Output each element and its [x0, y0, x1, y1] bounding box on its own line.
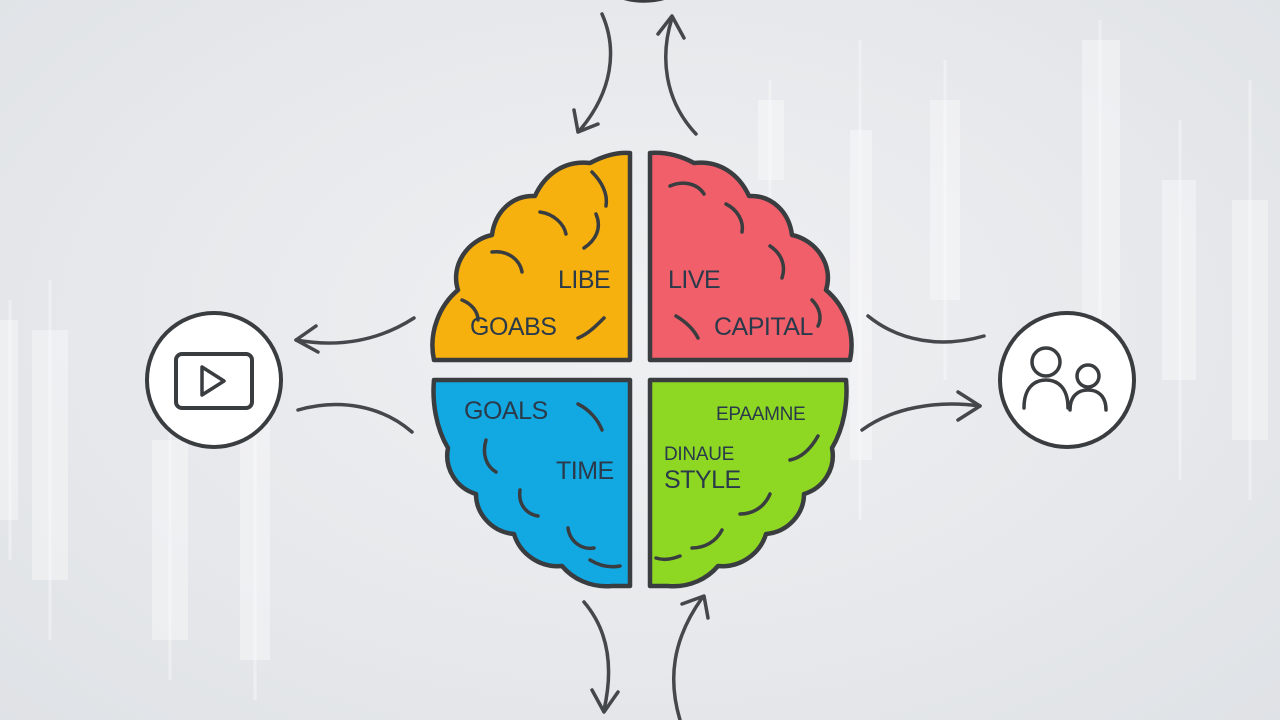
quadrant-top-right-shape [647, 150, 854, 363]
quadrant-bottom-left-shape [431, 377, 633, 589]
quadrant-top-left-line1: LIBE [558, 266, 610, 294]
quadrant-bottom-left-line2: TIME [556, 457, 614, 485]
quadrant-bottom-left-line1: GOALS [464, 397, 548, 425]
quadrant-top-left: LIBE GOABS [430, 150, 633, 363]
quadrant-top-right-line2: CAPITAL [714, 313, 813, 341]
arrow-left-in [296, 402, 414, 434]
quadrant-bottom-right-line2: DINAUE [664, 444, 734, 465]
arrow-top-down [572, 12, 613, 134]
arrow-right-out [860, 390, 982, 432]
quadrant-top-right: LIVE CAPITAL [647, 150, 854, 363]
background-candlesticks [0, 20, 1268, 700]
play-video-icon [145, 311, 283, 449]
quadrant-top-left-shape [430, 150, 633, 363]
quadrant-bottom-right-shape [647, 377, 849, 589]
quadrant-bottom-right-line3: STYLE [664, 466, 741, 494]
top-node-partial [623, 0, 665, 3]
quadrant-top-right-line1: LIVE [668, 266, 720, 294]
quadrant-top-left-line2: GOABS [470, 313, 556, 341]
quadrant-bottom-right-line1: EPAAMNE [716, 404, 805, 425]
arrow-top-up [656, 14, 698, 136]
arrow-bottom-down [582, 600, 620, 714]
arrow-bottom-up [671, 594, 710, 720]
arrow-right-in [866, 314, 986, 344]
quadrant-bottom-right: EPAAMNE DINAUE STYLE [647, 377, 849, 589]
arrow-left-out [294, 316, 416, 354]
quadrant-bottom-left: GOALS TIME [431, 377, 633, 589]
people-icon [998, 311, 1136, 449]
